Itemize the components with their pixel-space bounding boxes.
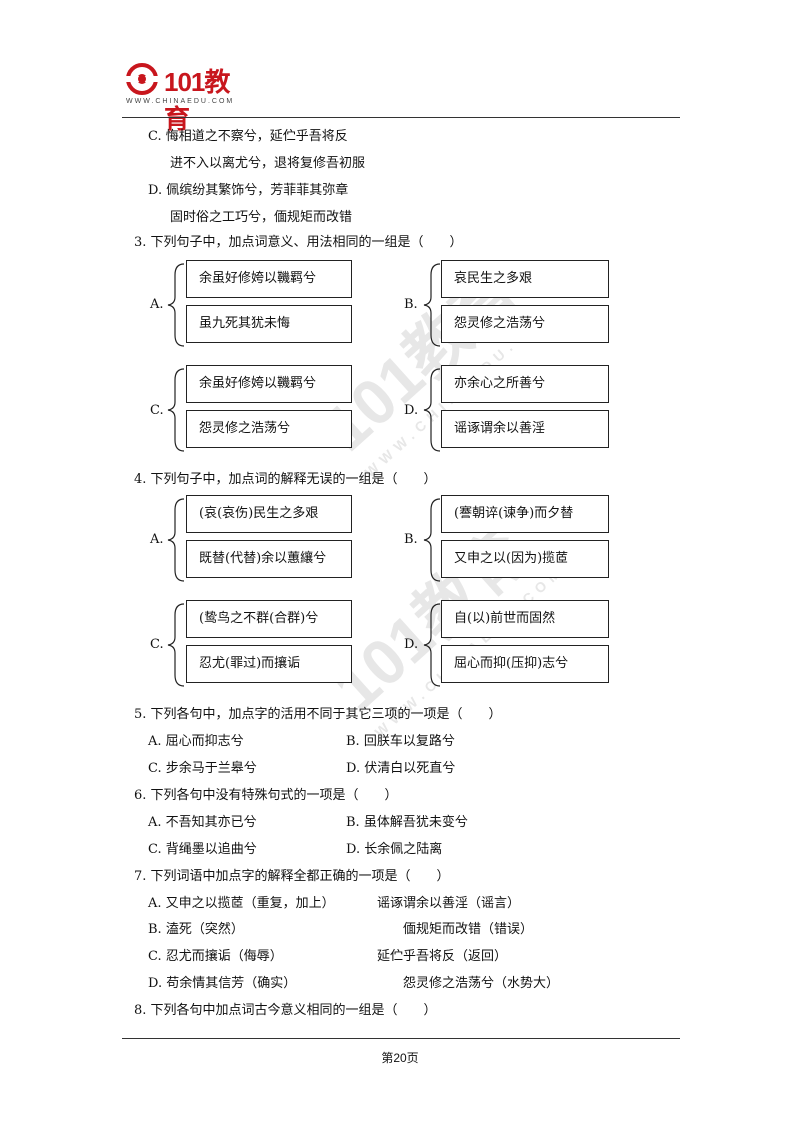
question-5: 5. 下列各句中，加点字的活用不同于其它三项的一项是（ ） (134, 707, 502, 722)
q5-option-b: B. 回朕车以复路兮 (346, 734, 455, 749)
q3-d-label: D. (404, 403, 419, 418)
header-rule (122, 117, 680, 118)
q7-option-c1: C. 忍尤而攘诟（侮辱） (148, 949, 283, 964)
q4-c-top-box: (鸷鸟之不群(合群)兮 (186, 600, 352, 638)
q7-option-c2: 延伫乎吾将反（返回） (377, 949, 508, 964)
q6-option-c: C. 背绳墨以追曲兮 (148, 842, 257, 857)
q3-d-bottom-box: 谣诼谓余以善淫 (441, 410, 609, 448)
q3-a-top-box: 余虽好修姱以鞿羁兮 (186, 260, 352, 298)
q4-a-bottom-box: 既替(代替)余以蕙纕兮 (186, 540, 352, 578)
q7-option-b1: B. 溘死（突然） (148, 922, 244, 937)
q3-b-top-box: 哀民生之多艰 (441, 260, 609, 298)
q4-c-bottom-box: 忍尤(罪过)而攘诟 (186, 645, 352, 683)
q3-b-label: B. (404, 297, 418, 312)
logo-subtitle: WWW.CHINAEDU.COM (126, 98, 235, 105)
q3-c-top-box: 余虽好修姱以鞿羁兮 (186, 365, 352, 403)
logo-text: 101教育 (164, 67, 230, 134)
footer-rule (122, 1038, 680, 1039)
question-3: 3. 下列句子中，加点词意义、用法相同的一组是（ ） (134, 235, 463, 250)
q4-d-brace (423, 603, 441, 687)
q6-option-a: A. 不吾知其亦已兮 (148, 815, 257, 830)
q7-option-a2: 谣诼谓余以善淫（谣言） (377, 896, 521, 911)
q4-a-brace (167, 498, 185, 582)
q3-a-bottom-box: 虽九死其犹未悔 (186, 305, 352, 343)
q4-d-bottom-box: 屈心而抑(压抑)志兮 (441, 645, 609, 683)
q5-option-c: C. 步余马于兰皋兮 (148, 761, 257, 776)
page-number: 第20页 (381, 1051, 419, 1065)
question-7: 7. 下列词语中加点字的解释全都正确的一项是（ ） (134, 869, 450, 884)
option-d-line2: 固时俗之工巧兮，偭规矩而改错 (170, 210, 353, 225)
question-4: 4. 下列句子中，加点词的解释无误的一组是（ ） (134, 472, 437, 487)
q4-b-brace (423, 498, 441, 582)
q4-d-label: D. (404, 637, 419, 652)
logo: 101教育 WWW.CHINAEDU.COM (122, 62, 252, 134)
q3-c-label: C. (150, 403, 164, 418)
q3-a-label: A. (150, 297, 164, 312)
q4-b-top-box: (謇朝谇(谏争)而夕替 (441, 495, 609, 533)
q3-a-brace (167, 263, 185, 347)
q3-c-brace (167, 368, 185, 452)
q4-c-label: C. (150, 637, 164, 652)
q6-option-b: B. 虽体解吾犹未变兮 (346, 815, 468, 830)
q4-a-top-box: (哀(哀伤)民生之多艰 (186, 495, 352, 533)
q5-option-a: A. 屈心而抑志兮 (148, 734, 244, 749)
option-d-line1: D. 佩缤纷其繁饰兮，芳菲菲其弥章 (148, 183, 349, 198)
q4-d-top-box: 自(以)前世而固然 (441, 600, 609, 638)
q4-c-brace (167, 603, 185, 687)
q3-d-top-box: 亦余心之所善兮 (441, 365, 609, 403)
q3-b-bottom-box: 怨灵修之浩荡兮 (441, 305, 609, 343)
q4-a-label: A. (150, 532, 164, 547)
q3-b-brace (423, 263, 441, 347)
logo-icon (124, 63, 160, 95)
question-6: 6. 下列各句中没有特殊句式的一项是（ ） (134, 788, 398, 803)
q7-option-a1: A. 又申之以揽茝（重复，加上） (148, 896, 335, 911)
q5-option-d: D. 伏清白以死直兮 (346, 761, 456, 776)
q7-option-d2: 怨灵修之浩荡兮（水势大） (403, 976, 560, 991)
option-c-line1: C. 悔相道之不察兮，延伫乎吾将反 (148, 129, 348, 144)
q4-b-bottom-box: 又申之以(因为)揽茝 (441, 540, 609, 578)
q7-option-d1: D. 苟余情其信芳（确实） (148, 976, 297, 991)
q4-b-label: B. (404, 532, 418, 547)
q3-c-bottom-box: 怨灵修之浩荡兮 (186, 410, 352, 448)
q6-option-d: D. 长余佩之陆离 (346, 842, 443, 857)
option-c-line2: 进不入以离尤兮，退将复修吾初服 (170, 156, 366, 171)
q3-d-brace (423, 368, 441, 452)
question-8: 8. 下列各句中加点词古今意义相同的一组是（ ） (134, 1003, 437, 1018)
q7-option-b2: 偭规矩而改错（错误） (403, 922, 534, 937)
